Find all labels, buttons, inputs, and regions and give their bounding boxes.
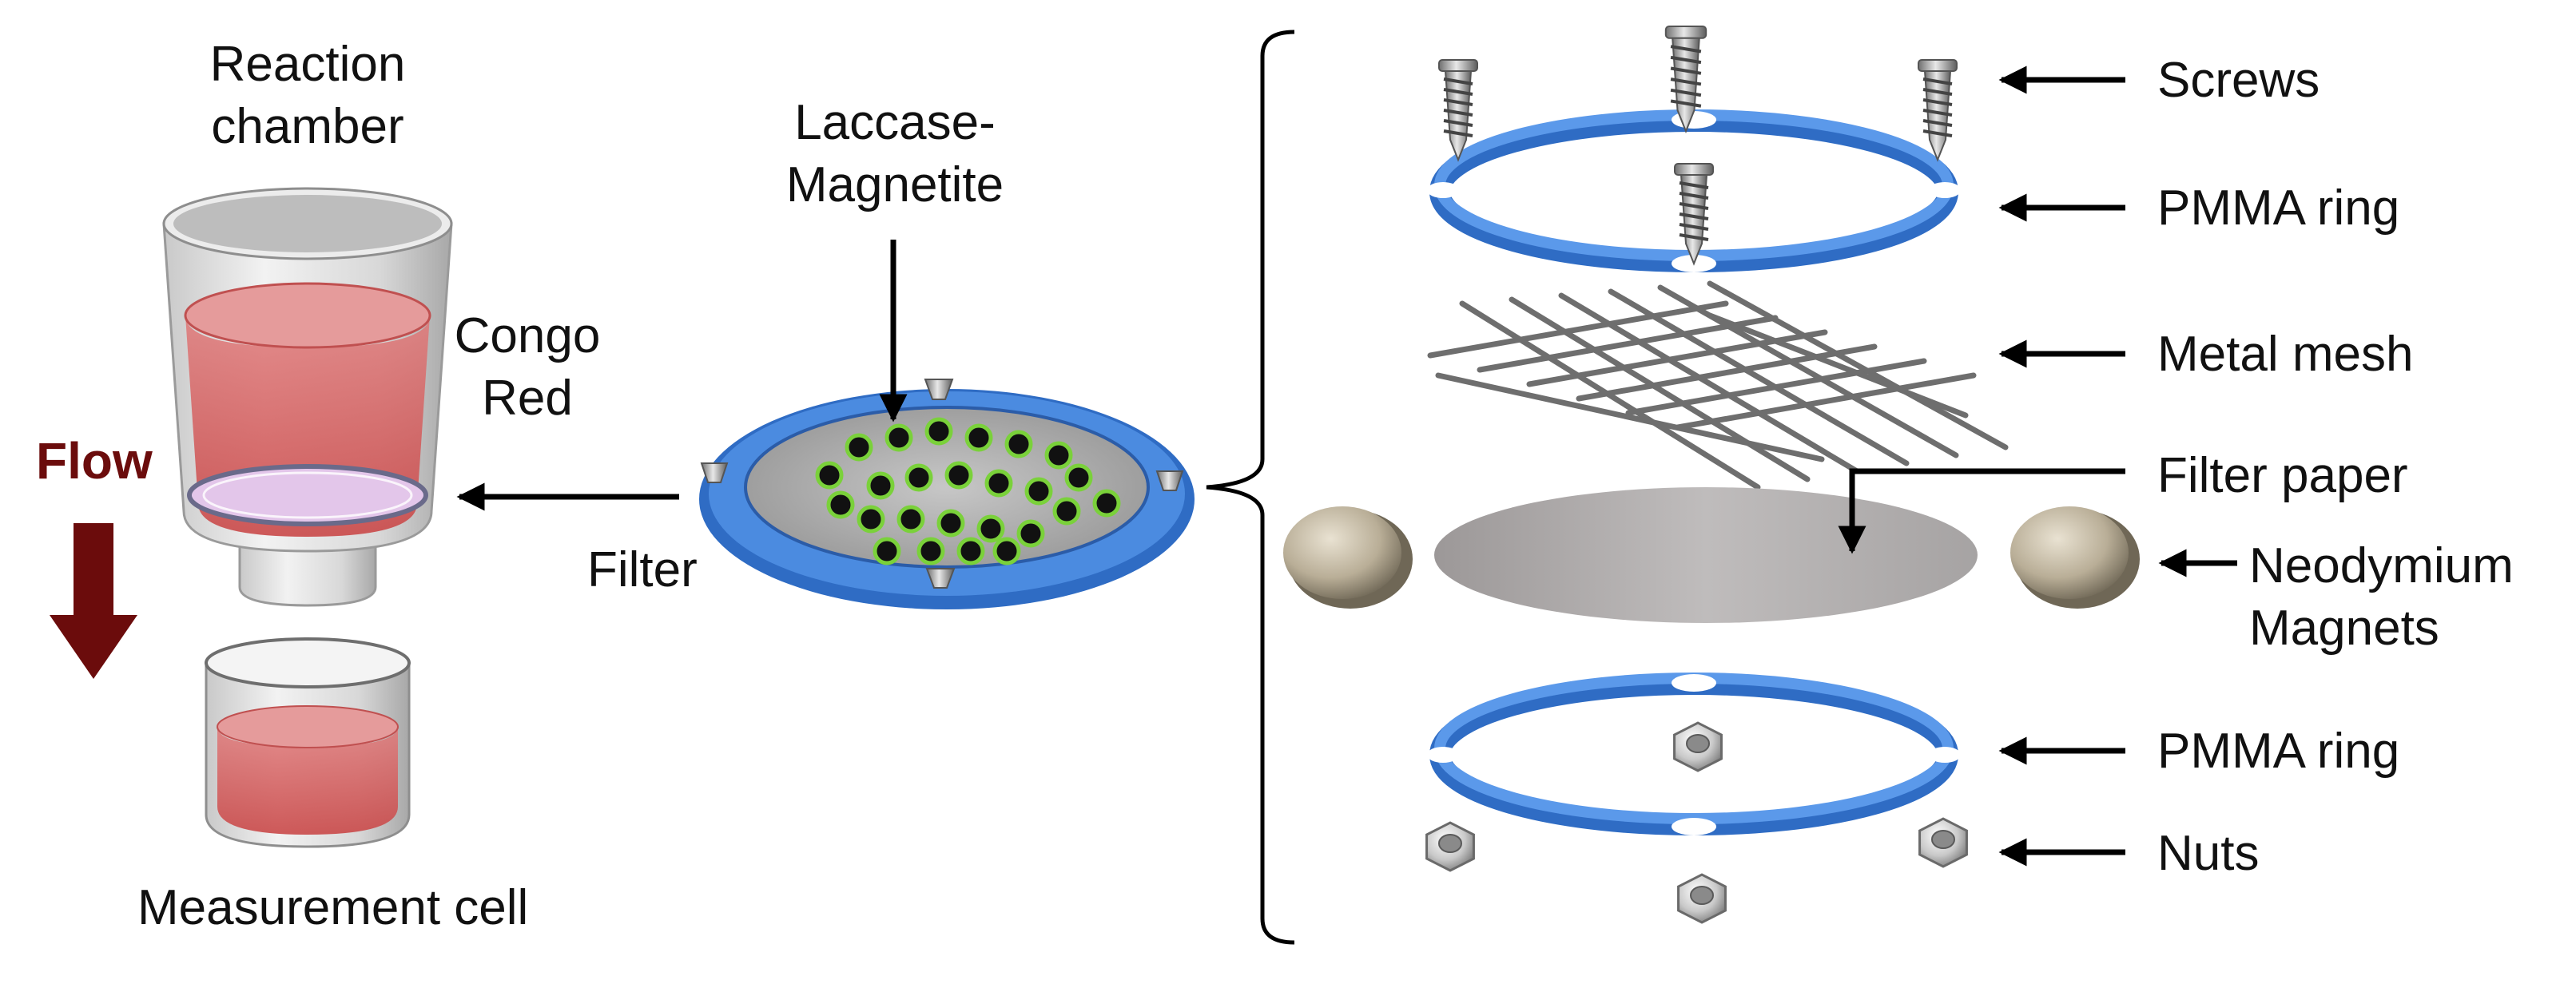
magnetite-bead xyxy=(1052,497,1081,526)
magnetite-bead xyxy=(845,433,873,462)
reaction-chamber-label: Reaction chamber xyxy=(209,37,406,154)
magnetite-bead xyxy=(815,461,844,490)
pmma-ring-bottom-label: PMMA ring xyxy=(2157,724,2400,779)
magnetite-bead xyxy=(1092,489,1121,518)
magnetite-bead xyxy=(992,537,1021,565)
magnetite-bead xyxy=(936,509,965,538)
magnetite-bead xyxy=(866,471,895,500)
filter-paper-arrow xyxy=(1838,468,2125,554)
metal-mesh-label: Metal mesh xyxy=(2157,327,2414,382)
magnetite-bead xyxy=(885,423,913,452)
screws-label: Screws xyxy=(2157,53,2320,108)
magnetite-bead xyxy=(1024,477,1053,506)
magnetite-bead xyxy=(964,423,993,452)
nuts-label: Nuts xyxy=(2157,826,2260,881)
flow-label: Flow xyxy=(36,432,153,490)
laccase-magnetite-label: Laccase- Magnetite xyxy=(785,95,1004,212)
rim-screw-right xyxy=(1155,470,1184,491)
flow-arrow xyxy=(50,523,137,679)
magnetite-bead xyxy=(873,537,901,565)
magnetite-bead xyxy=(896,505,925,534)
filter-assembly xyxy=(699,379,1195,609)
pmma-ring-top-label: PMMA ring xyxy=(2157,181,2400,236)
nut xyxy=(1425,821,1475,872)
measurement-cell xyxy=(205,637,411,848)
exploded-view-bracket xyxy=(1206,30,1295,945)
magnetite-bead xyxy=(1016,519,1045,548)
screw xyxy=(1918,59,1958,162)
rim-screw-left xyxy=(700,462,729,483)
magnetite-bead xyxy=(904,463,933,492)
magnetite-bead xyxy=(916,537,945,565)
magnetite-bead xyxy=(1044,441,1073,470)
congo-red-label: Congo Red xyxy=(454,308,601,426)
magnetite-bead xyxy=(857,505,885,534)
rim-screw-bottom xyxy=(925,568,956,589)
neodymium-magnets-label: Neodymium Magnets xyxy=(2249,538,2514,656)
nuts xyxy=(1425,721,1968,924)
rim-screw-top xyxy=(924,379,954,400)
neodymium-magnet-left xyxy=(1283,506,1413,609)
nut xyxy=(1918,817,1968,868)
magnetite-bead xyxy=(956,537,985,565)
nut xyxy=(1677,873,1727,924)
screw xyxy=(1674,163,1714,266)
reaction-chamber xyxy=(162,187,453,607)
magnetite-bead xyxy=(1004,430,1033,458)
magnetite-bead xyxy=(924,417,953,446)
screw xyxy=(1664,26,1707,133)
filter-paper-label: Filter paper xyxy=(2157,448,2408,503)
magnetite-bead xyxy=(984,469,1013,498)
neodymium-magnet-right xyxy=(2010,506,2140,609)
magnetite-bead xyxy=(976,514,1005,543)
magnetite-bead xyxy=(944,461,973,490)
pmma-ring-bottom xyxy=(1427,673,1961,835)
magnetite-bead xyxy=(826,490,855,519)
filter-paper xyxy=(1434,487,1978,623)
measurement-cell-label: Measurement cell xyxy=(137,880,529,935)
magnetite-beads xyxy=(815,417,1121,565)
screw xyxy=(1438,59,1478,162)
filter-label: Filter xyxy=(587,542,698,597)
metal-mesh xyxy=(1427,280,2009,490)
screws xyxy=(1438,26,1958,266)
nut xyxy=(1673,721,1723,772)
magnetite-bead xyxy=(1064,463,1093,492)
